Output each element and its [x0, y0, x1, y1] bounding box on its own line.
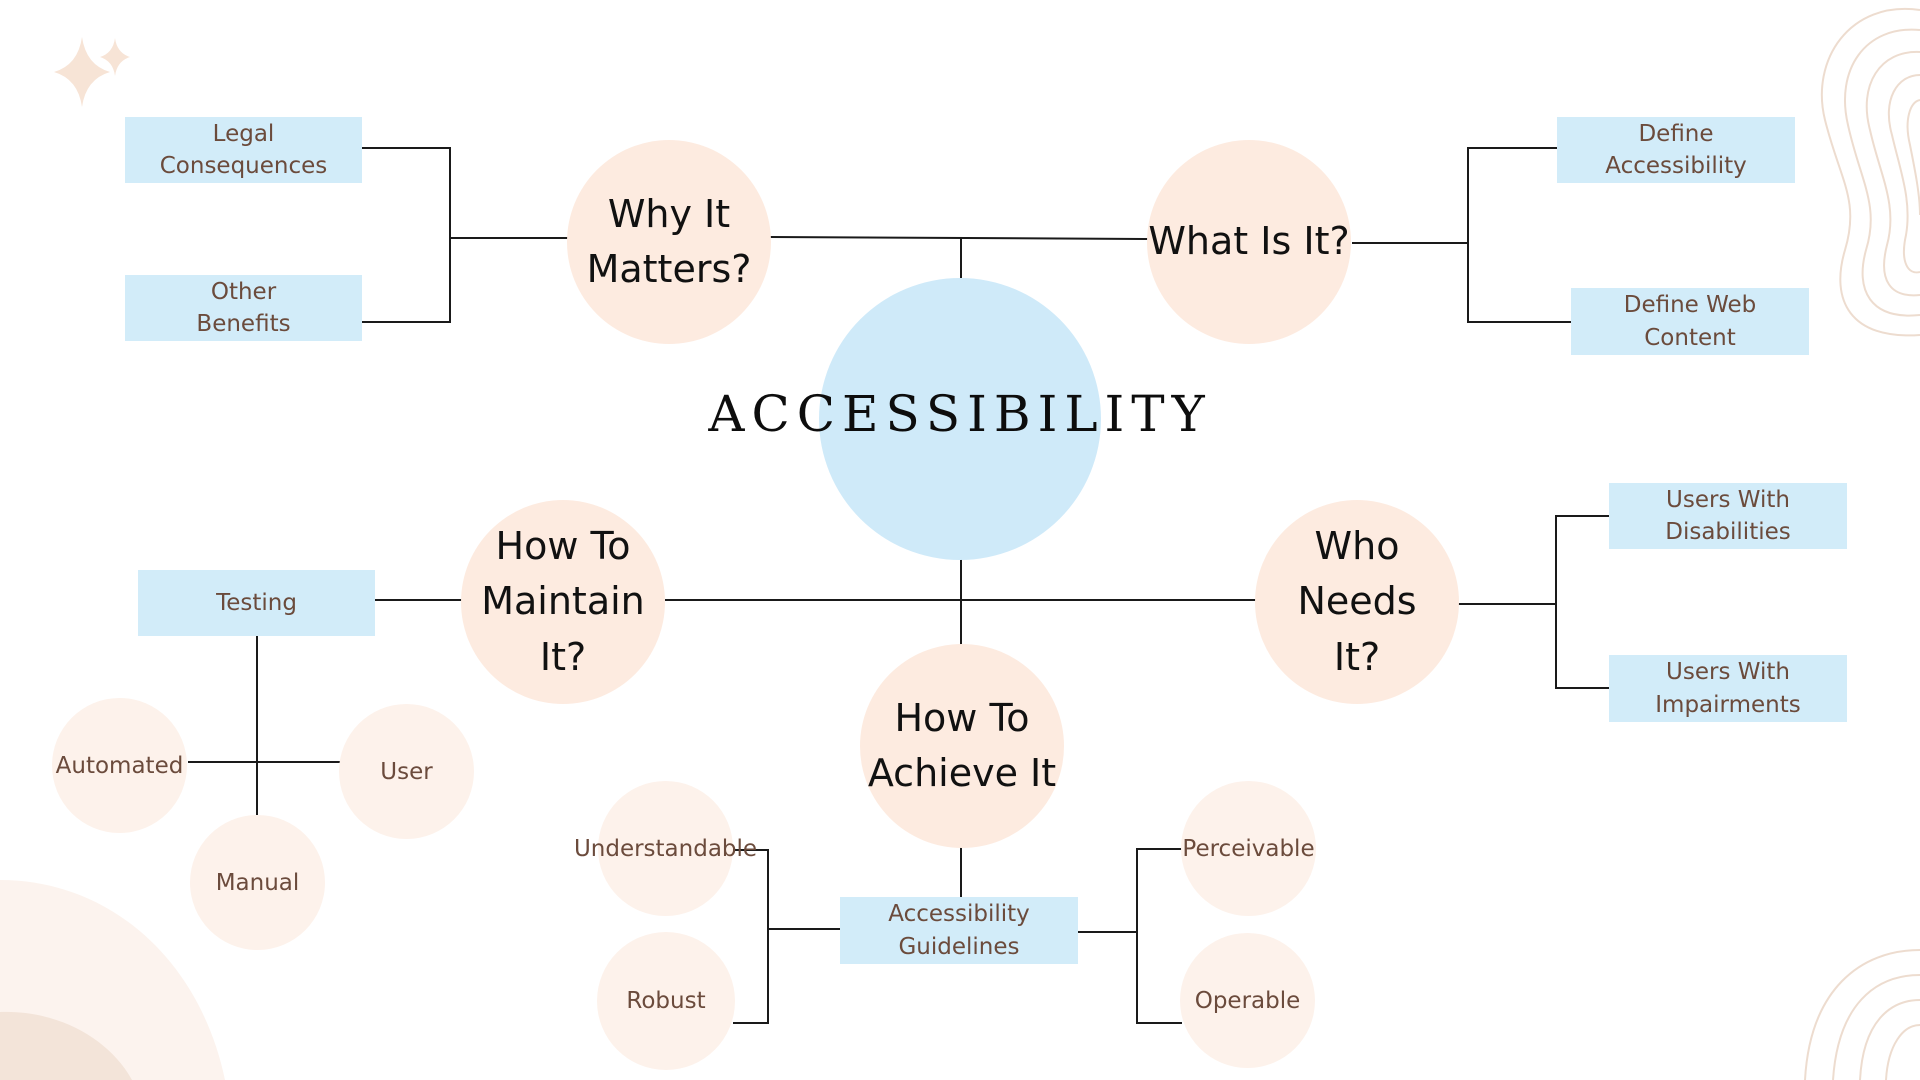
- leaf-operable: Operable: [1180, 933, 1315, 1068]
- leaf-understandable: Understandable: [598, 781, 733, 916]
- connector-why-benefits: [362, 238, 450, 322]
- connector-who-users: [1458, 516, 1610, 604]
- leaf-automated: Automated: [52, 698, 187, 833]
- topic-why-it-matters: Why It Matters?: [567, 140, 771, 344]
- leaf-perceivable: Perceivable: [1181, 781, 1316, 916]
- box-accessibility-guidelines: Accessibility Guidelines: [840, 897, 1078, 964]
- topic-how-to-achieve: How To Achieve It: [860, 644, 1064, 848]
- connector-who-impairments: [1556, 604, 1610, 688]
- box-users-with-impairments: Users With Impairments: [1609, 655, 1847, 722]
- topic-what-is-it: What Is It?: [1147, 140, 1351, 344]
- leaf-manual: Manual: [190, 815, 325, 950]
- connector-what-web: [1468, 243, 1572, 322]
- box-define-accessibility: Define Accessibility: [1557, 117, 1795, 183]
- connector-why-what: [770, 237, 1148, 239]
- connector-what-define: [1352, 148, 1558, 243]
- topic-how-to-maintain: How To Maintain It?: [461, 500, 665, 704]
- page-title: ACCESSIBILITY: [700, 385, 1220, 443]
- leaf-user: User: [339, 704, 474, 839]
- box-users-with-disabilities: Users With Disabilities: [1609, 483, 1847, 549]
- box-other-benefits: Other Benefits: [125, 275, 362, 341]
- box-define-web-content: Define Web Content: [1571, 288, 1809, 355]
- box-legal-consequences: Legal Consequences: [125, 117, 362, 183]
- connector-understandable: [733, 850, 768, 1023]
- connector-perceivable: [1137, 849, 1182, 1023]
- leaf-robust: Robust: [597, 932, 735, 1070]
- box-testing: Testing: [138, 570, 375, 636]
- topic-who-needs-it: Who Needs It?: [1255, 500, 1459, 704]
- connector-why-legal: [362, 148, 568, 238]
